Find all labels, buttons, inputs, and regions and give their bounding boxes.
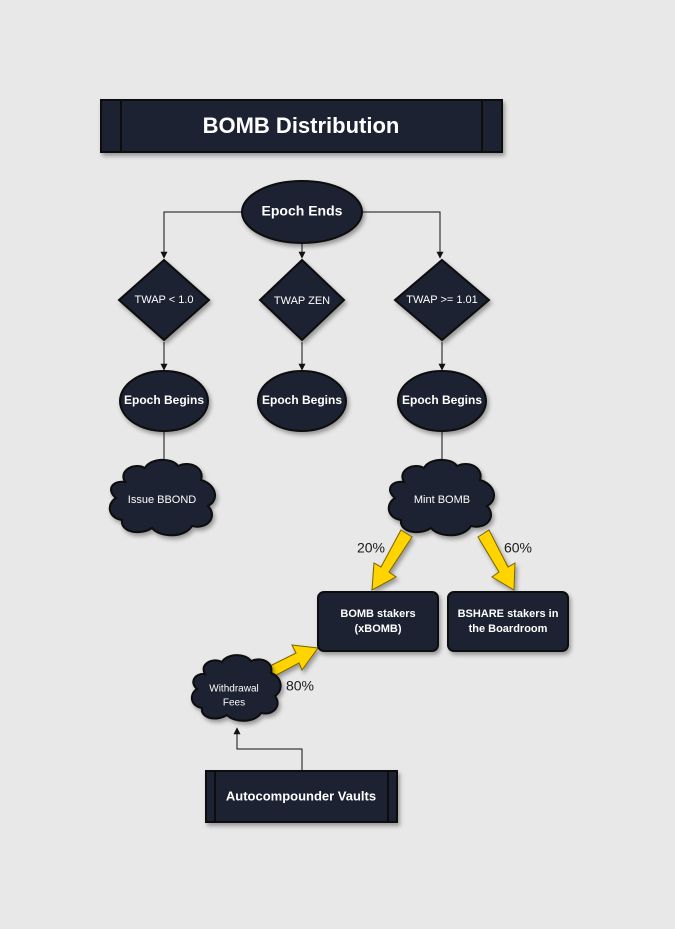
twap-zen-label: TWAP ZEN — [274, 295, 330, 307]
issue-bbond-label: Issue BBOND — [128, 494, 197, 506]
connectors — [160, 211, 446, 770]
diagram-title: BOMB Distribution — [203, 113, 400, 138]
bshare-stakers-label-line1: BSHARE stakers in — [458, 608, 559, 620]
twap-low-label: TWAP < 1.0 — [135, 294, 194, 306]
percent-60-label: 60% — [504, 540, 532, 556]
epoch-begins-node-2: Epoch Begins — [257, 370, 347, 432]
twap-low-decision: TWAP < 1.0 — [117, 258, 211, 342]
arrow-to-bshare-stakers — [477, 529, 516, 591]
epoch-begins-node-3: Epoch Begins — [397, 370, 487, 432]
twap-high-label: TWAP >= 1.01 — [406, 294, 478, 306]
bshare-stakers-box: BSHARE stakers in the Boardroom — [447, 591, 569, 652]
bomb-stakers-label-line1: BOMB stakers — [340, 608, 415, 620]
withdrawal-fees-label-line1: Withdrawal — [209, 684, 258, 695]
bomb-stakers-label-line2: (xBOMB) — [354, 623, 401, 635]
mint-bomb-label: Mint BOMB — [414, 494, 470, 506]
title-banner: BOMB Distribution — [100, 99, 503, 153]
epoch-begins-label-2: Epoch Begins — [262, 393, 342, 407]
mint-bomb-cloud: Mint BOMB — [387, 458, 496, 537]
twap-zen-decision: TWAP ZEN — [258, 258, 346, 342]
autocompounder-vaults-label: Autocompounder Vaults — [226, 788, 376, 803]
epoch-begins-node-1: Epoch Begins — [119, 370, 209, 432]
epoch-begins-label-3: Epoch Begins — [402, 393, 482, 407]
percent-80-label: 80% — [286, 678, 314, 694]
issue-bbond-cloud: Issue BBOND — [108, 458, 217, 537]
bomb-stakers-box: BOMB stakers (xBOMB) — [317, 591, 439, 652]
epoch-begins-label-1: Epoch Begins — [124, 393, 204, 407]
arrow-to-bomb-stakers — [371, 529, 413, 591]
bshare-stakers-label-line2: the Boardroom — [469, 623, 548, 635]
withdrawal-fees-cloud: Withdrawal Fees — [190, 654, 282, 722]
epoch-ends-label: Epoch Ends — [262, 203, 343, 219]
percent-20-label: 20% — [357, 540, 385, 556]
epoch-ends-node: Epoch Ends — [241, 180, 363, 244]
withdrawal-fees-label-line2: Fees — [223, 698, 245, 709]
twap-high-decision: TWAP >= 1.01 — [393, 258, 491, 342]
autocompounder-vaults-box: Autocompounder Vaults — [205, 770, 398, 823]
